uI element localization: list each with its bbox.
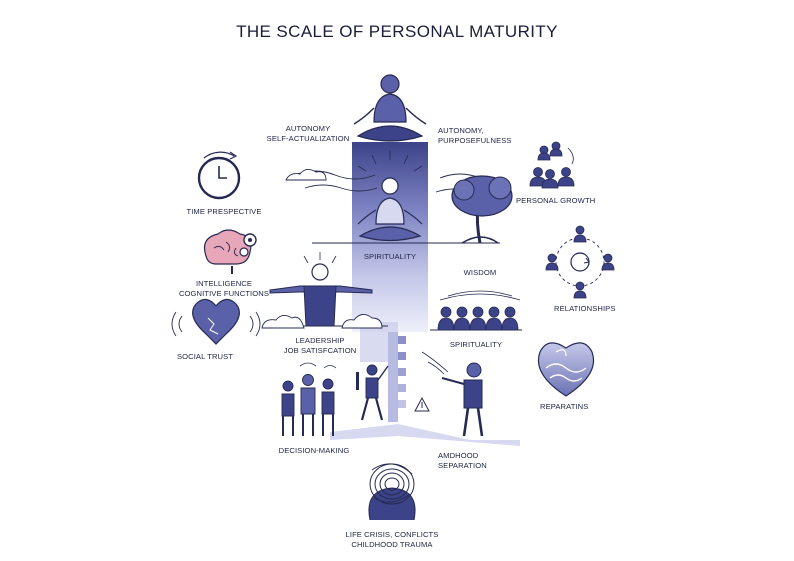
label-line: CHILDHOOD TRAUMA: [351, 539, 433, 549]
label-personal-growth: PERSONAL GROWTH: [516, 196, 596, 205]
group-people-icon: [437, 290, 521, 331]
label-line: PURPOSEFULNESS: [438, 135, 512, 145]
brain-gears-icon: [203, 229, 257, 274]
label-autonomy-self-actualization: AUTONOMY SELF-ACTUALIZATION: [262, 124, 354, 143]
label-reparations: REPARATINS: [540, 402, 589, 411]
label-line: AMDHOOD: [438, 451, 479, 460]
open-arms-person-icon: [269, 252, 373, 327]
label-line: LIFE CRISIS, CONFLICTS: [345, 530, 439, 539]
presenter-person-icon: [360, 364, 389, 421]
relationships-cycle-icon: [545, 225, 615, 299]
page-title: THE SCALE OF PERSONAL MATURITY: [236, 22, 558, 41]
label-line: JOB SATISFCATION: [283, 345, 357, 355]
label-wisdom: WISDOM: [463, 268, 497, 277]
floor-platform: [330, 424, 520, 446]
ladder-block: [398, 368, 406, 376]
label-autonomy-purposefulness: AUTONOMY, PURPOSEFULNESS: [438, 126, 534, 145]
label-line: COGNITIVE FUNCTIONS: [178, 288, 270, 298]
ladder-block: [398, 336, 406, 344]
warning-triangle-icon: [414, 396, 430, 412]
label-spirituality-top: SPIRITUALITY: [363, 252, 417, 261]
label-spirituality-mid: SPIRITUALITY: [449, 340, 503, 349]
label-relationships: RELATIONSHIPS: [554, 304, 616, 313]
heart-waves-icon: [538, 342, 594, 397]
ladder-block: [398, 384, 406, 392]
teacher-pointing-icon: [421, 351, 484, 437]
label-line: INTELLIGENCE: [195, 279, 253, 288]
cloud-left: [285, 169, 327, 181]
ladder-block: [398, 400, 406, 408]
handshake-group-icon: [281, 362, 359, 436]
cloud-lower: [261, 314, 383, 329]
tree-icon: [451, 175, 513, 244]
label-social-trust: SOCIAL TRUST: [176, 352, 234, 361]
label-line: AUTONOMY,: [438, 126, 484, 135]
label-line: SEPARATION: [438, 460, 487, 470]
label-line: LEADERSHIP: [295, 336, 345, 345]
label-separation: AMDHOOD SEPARATION: [438, 451, 518, 470]
meditating-person-icon: [353, 74, 427, 142]
broken-heart-icon: [171, 298, 261, 345]
label-intelligence-cognitive: INTELLIGENCE COGNITIVE FUNCTIONS: [176, 279, 272, 298]
label-time-perspective: TIME PRESPECTIVE: [186, 207, 262, 216]
label-leadership-job-satisfaction: LEADERSHIP JOB SATISFCATION: [262, 336, 378, 355]
label-life-crisis-childhood-trauma: LIFE CRISIS, CONFLICTS CHILDHOOD TRAUMA: [330, 530, 454, 549]
people-network-icon: [529, 141, 575, 189]
pointer-stick: [356, 372, 359, 390]
column-step-2: [388, 332, 398, 422]
ladder-block: [398, 352, 406, 360]
label-line: SELF-ACTUALIZATION: [266, 133, 350, 143]
label-line: AUTONOMY: [285, 124, 331, 133]
scribble-head-icon: [368, 463, 416, 521]
clock-icon: [197, 151, 241, 200]
label-decision-making: DECISION-MAKING: [278, 446, 350, 455]
meditating-person-radiant-icon: [357, 150, 423, 242]
